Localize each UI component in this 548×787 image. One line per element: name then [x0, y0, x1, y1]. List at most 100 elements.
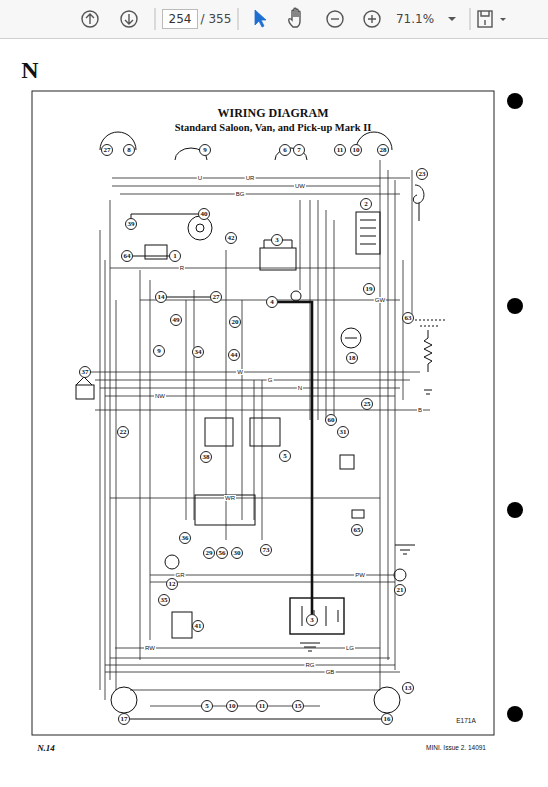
callout-number: 1 — [169, 250, 181, 262]
callout-number: 22 — [117, 426, 129, 438]
callout-number: 41 — [192, 620, 204, 632]
node-text: 1 — [173, 253, 177, 260]
wire — [105, 260, 106, 700]
node-text: 20 — [232, 319, 239, 326]
callout-number: 12 — [166, 578, 178, 590]
node-text: 14 — [158, 294, 165, 301]
node-text: 9 — [203, 147, 207, 154]
page-number-box: 254 — [162, 9, 199, 29]
wire-connector — [130, 719, 381, 720]
node-text: 15 — [295, 703, 302, 710]
wires — [90, 160, 430, 706]
wire — [110, 200, 111, 680]
node-text: 22 — [120, 429, 127, 436]
callout-number: 11 — [334, 144, 346, 156]
callout-number: 49 — [170, 314, 182, 326]
wire — [150, 582, 395, 583]
node-text: 11 — [337, 147, 344, 154]
callout-number: 31 — [337, 426, 349, 438]
node-text: 19 — [366, 286, 373, 293]
node-text: 12 — [169, 581, 176, 588]
wire — [105, 665, 395, 666]
binder-holes — [507, 93, 523, 722]
diagram-frame — [32, 91, 494, 735]
callout-number: 37 — [79, 366, 91, 378]
node-text: 29 — [206, 550, 213, 557]
issue-note: MINI. Issue 2. 14091 — [426, 745, 486, 752]
node-text: 34 — [195, 349, 202, 356]
wire — [105, 396, 395, 397]
diagram-title: WIRING DIAGRAM — [218, 107, 329, 119]
callout-number: 10 — [350, 144, 362, 156]
callout-number: 29 — [203, 547, 215, 559]
callout-number: 3 — [271, 234, 283, 246]
callout-number: 17 — [118, 713, 130, 725]
wire — [186, 300, 187, 520]
wire-colour-code: PW — [354, 572, 366, 578]
viewer-toolbar — [0, 0, 548, 38]
callout-number: 63 — [402, 312, 414, 324]
wire-colour-code: R — [179, 265, 185, 271]
node-text: 35 — [161, 597, 168, 604]
wire — [334, 220, 335, 420]
wire — [300, 200, 301, 290]
callout-number: 65 — [351, 524, 363, 536]
callout-number: 14 — [155, 291, 167, 303]
callout-number: 56 — [216, 547, 228, 559]
node-text: 21 — [397, 587, 404, 594]
wire — [388, 170, 389, 660]
callout-number: 60 — [325, 414, 337, 426]
node-text: 2 — [364, 201, 368, 208]
node-text: 36 — [182, 535, 189, 542]
callout-number: 9 — [199, 144, 211, 156]
callout-number: 5 — [201, 700, 213, 712]
wire-colour-code: U — [197, 175, 203, 181]
node-text: 38 — [203, 454, 210, 461]
section-letter: N — [21, 58, 38, 82]
page-number: N.14 — [37, 744, 55, 753]
node-text: 10 — [229, 703, 236, 710]
node-text: 39 — [128, 221, 135, 228]
callout-number: 6 — [279, 144, 291, 156]
drawing-number: E171A — [456, 718, 476, 725]
wire — [120, 194, 400, 195]
node-text: 27 — [213, 294, 220, 301]
wire — [112, 186, 380, 187]
node-text: 8 — [127, 147, 131, 154]
node-text: 23 — [419, 171, 426, 178]
wire — [318, 200, 319, 420]
wire — [110, 658, 390, 659]
node-text: 18 — [349, 355, 356, 362]
callout-number: 28 — [377, 144, 389, 156]
callout-number: 73 — [260, 544, 272, 556]
callout-number: 4 — [266, 296, 278, 308]
node-text: 25 — [364, 401, 371, 408]
callout-number: 5 — [279, 450, 291, 462]
node-text: 3 — [275, 237, 279, 244]
wire-colour-code: W — [236, 369, 244, 375]
callout-number: 15 — [292, 700, 304, 712]
callout-number: 34 — [192, 346, 204, 358]
node-text: 254 — [169, 13, 192, 25]
wire-colour-code: RG — [305, 662, 316, 668]
components — [76, 132, 445, 713]
wire-colour-code: BG — [235, 191, 246, 197]
wire-connector — [278, 302, 312, 614]
wire — [105, 672, 400, 673]
wire — [262, 380, 263, 540]
callout-number: 16 — [381, 713, 393, 725]
node-text: 27 — [104, 147, 111, 154]
wire — [110, 498, 380, 499]
wire-colour-code: UR — [245, 175, 256, 181]
callout-number: 11 — [256, 700, 268, 712]
wire — [150, 280, 151, 640]
wire — [112, 178, 410, 179]
wire — [395, 180, 396, 670]
toolbar-text: / 355 — [201, 13, 232, 25]
wire-colour-code: WR — [224, 495, 236, 501]
callout-number: 36 — [179, 532, 191, 544]
node-text: 42 — [228, 235, 235, 242]
callout-number: 42 — [225, 232, 237, 244]
wire-colour-code: B — [417, 407, 423, 413]
node-text: 40 — [201, 211, 208, 218]
